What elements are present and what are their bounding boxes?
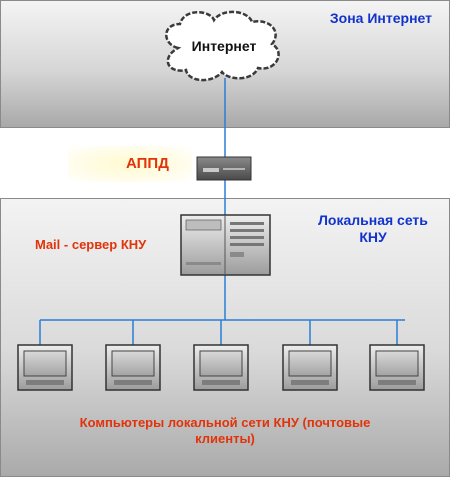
server-icon (180, 214, 271, 276)
client-computer-1 (17, 344, 73, 391)
local-network-zone-title: Локальная сеть КНУ (318, 212, 428, 245)
client-computer-5 (369, 344, 425, 391)
firewall-device-icon (196, 156, 252, 181)
client-computer-2 (105, 344, 161, 391)
client-computers-label: Компьютеры локальной сети КНУ (почтовые … (79, 415, 371, 446)
mail-server-label: Mail - сервер КНУ (35, 237, 147, 252)
client-computer-4 (282, 344, 338, 391)
cloud-icon (165, 10, 280, 82)
firewall-label: АППД (126, 155, 169, 172)
firewall-label-glow (68, 146, 192, 182)
network-links (39, 78, 405, 345)
client-computers (17, 344, 425, 391)
client-computer-3 (193, 344, 249, 391)
internet-zone-title: Зона Интернет (329, 10, 432, 26)
cloud-label: Интернет (191, 38, 257, 54)
